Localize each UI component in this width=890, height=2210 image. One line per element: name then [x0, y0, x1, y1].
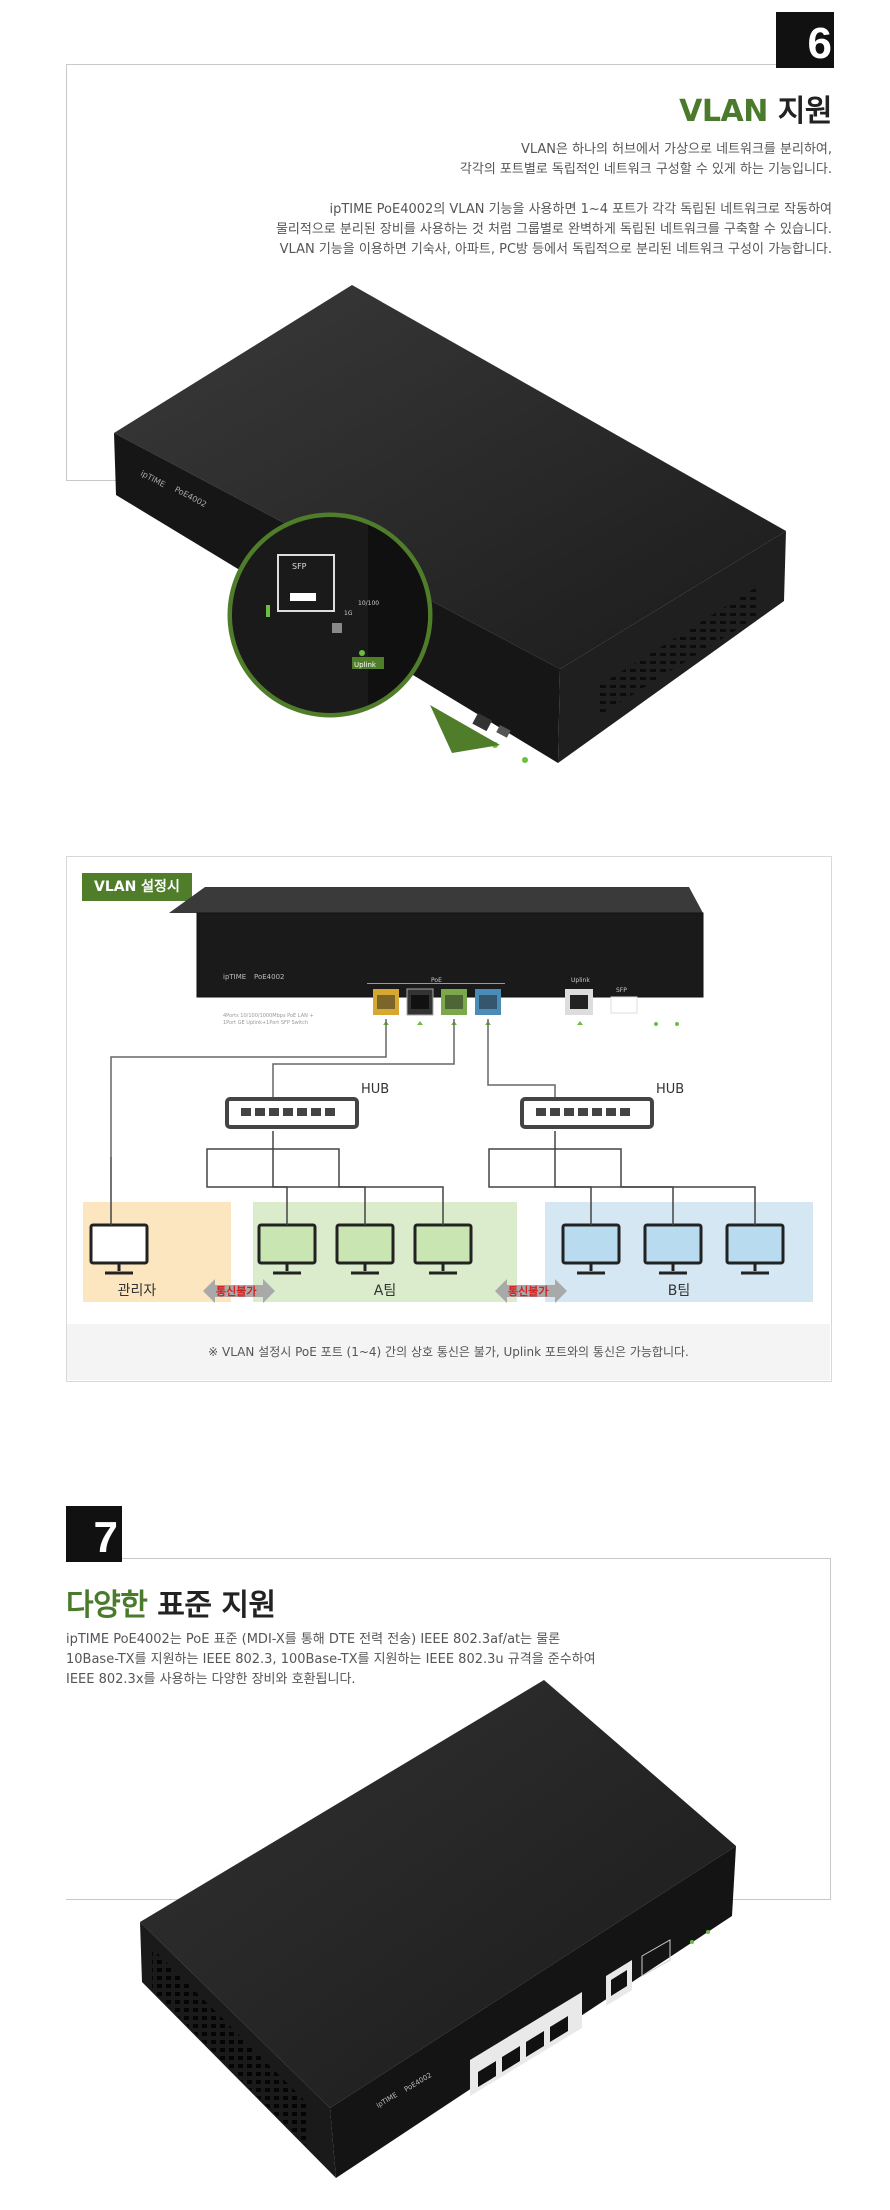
desc-line: 물리적으로 분리된 장비를 사용하는 것 처럼 그룹별로 완벽하게 독립된 네트…: [275, 222, 832, 237]
hub-label-right: HUB: [656, 1082, 684, 1097]
zoom-sfp: SFP: [292, 562, 307, 571]
switch-spec2: 1Port GE Uplink+1Port SFP Switch: [223, 1020, 308, 1026]
vlan-note: ※ VLAN 설정시 PoE 포트 (1~4) 간의 상호 통신은 불가, Up…: [67, 1324, 830, 1380]
product-image-standard: ipTIME PoE4002: [140, 1680, 736, 2178]
product-image-vlan: ipTIME PoE4002 SFP 1G 10/100 Uplink: [114, 285, 786, 763]
monitor-a3: [413, 1223, 473, 1275]
section6-desc: VLAN은 하나의 허브에서 가상으로 네트워크를 분리하여, 각각의 포트별로…: [132, 140, 832, 260]
switch-front: [197, 913, 703, 997]
monitor-b1: [561, 1223, 621, 1275]
hub-label-left: HUB: [361, 1082, 389, 1097]
port-sfp: [610, 996, 638, 1014]
zoom-speed2: 10/100: [358, 600, 379, 607]
zone-label-b: B팀: [668, 1283, 691, 1299]
desc-line: VLAN 기능을 이용하면 기숙사, 아파트, PC방 등에서 독립적으로 분리…: [279, 242, 832, 257]
switch-brand: ipTIME: [223, 973, 246, 981]
title-highlight: VLAN: [679, 94, 768, 129]
device-top: [140, 1680, 736, 2108]
desc-line: ipTIME PoE4002의 VLAN 기능을 사용하면 1~4 포트가 각각…: [329, 202, 832, 217]
device-front: [330, 1846, 736, 2178]
section6-number: 6: [776, 12, 834, 68]
sfp-port: [641, 1939, 671, 1977]
title-highlight: 다양한: [66, 1588, 148, 1623]
device-top: [114, 285, 786, 669]
desc-line: 각각의 포트별로 독립적인 네트워크 구성할 수 있게 하는 기능입니다.: [459, 162, 832, 177]
switch-model: PoE4002: [254, 973, 285, 981]
title-rest: 표준 지원: [157, 1588, 276, 1623]
hub-right: [520, 1097, 654, 1129]
vlan-tag: VLAN 설정시: [82, 873, 192, 901]
desc-line: 10Base-TX를 지원하는 IEEE 802.3, 100Base-TX를 …: [66, 1652, 596, 1667]
uplink-label: Uplink: [571, 977, 590, 984]
zone-label-admin: 관리자: [118, 1283, 157, 1299]
section7-desc: ipTIME PoE4002는 PoE 표준 (MDI-X를 통해 DTE 전력…: [66, 1630, 686, 1690]
zoom-uplink: Uplink: [354, 661, 377, 669]
section7-title: 다양한 표준 지원: [66, 1580, 276, 1624]
monitor-a1: [257, 1223, 317, 1275]
nocomm-arrow-left: [203, 1279, 275, 1303]
sfp-label: SFP: [616, 987, 627, 994]
switch-spec1: 4Ports 10/100/1000Mbps PoE LAN +: [223, 1013, 314, 1019]
section6-frame: [66, 64, 833, 481]
desc-line: IEEE 802.3x를 사용하는 다양한 장비와 호환됩니다.: [66, 1672, 356, 1687]
monitor-admin: [89, 1223, 149, 1275]
callout-pointer: [430, 705, 500, 753]
section7-number: 7: [66, 1506, 122, 1562]
title-rest: 지원: [777, 94, 833, 129]
zone-label-a: A팀: [374, 1283, 396, 1299]
nocomm-right: 통신불가: [508, 1284, 548, 1298]
poe-label: PoE: [431, 977, 442, 984]
desc-line: VLAN은 하나의 허브에서 가상으로 네트워크를 분리하여,: [520, 142, 832, 157]
nocomm-arrow-right: [495, 1279, 567, 1303]
section6-title: VLAN 지원: [679, 86, 832, 130]
desc-line: ipTIME PoE4002는 PoE 표준 (MDI-X를 통해 DTE 전력…: [66, 1632, 561, 1647]
vlan-diagram: ipTIME PoE4002 4Ports 10/100/1000Mbps Po…: [83, 887, 813, 1303]
vlan-diagram-box: [66, 856, 832, 1382]
switch-top: [169, 887, 703, 913]
nocomm-left: 통신불가: [216, 1284, 256, 1298]
hub-left: [225, 1097, 359, 1129]
zoom-speed1: 1G: [344, 610, 353, 617]
